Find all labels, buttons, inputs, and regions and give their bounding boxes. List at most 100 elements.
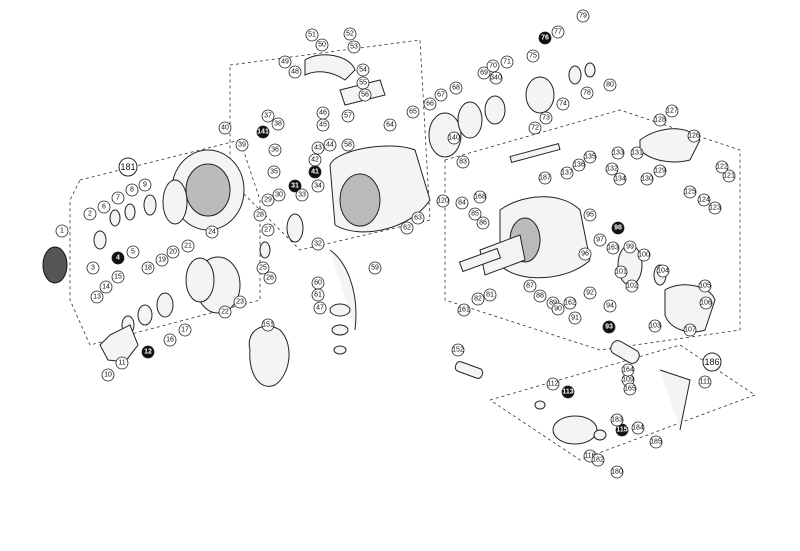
callout-number: 54 [359, 67, 367, 74]
callout-number: 181 [120, 162, 135, 172]
part-callout-162: 162 [563, 296, 577, 310]
callout-number: 103 [649, 323, 661, 330]
part-callout-107: 107 [683, 323, 697, 337]
callout-number: 95 [586, 212, 594, 219]
callout-number: 115 [616, 427, 627, 434]
part-callout-90: 90 [551, 302, 565, 316]
callout-circle [610, 465, 624, 479]
part-callout-73: 73 [539, 111, 553, 125]
part-callout-51: 51 [305, 28, 319, 42]
callout-number: 77 [554, 29, 562, 36]
callout-number: 128 [654, 117, 666, 124]
callout-circle [406, 105, 420, 119]
callout-circle [308, 153, 322, 167]
callout-circle [261, 223, 275, 237]
callout-number: 131 [631, 150, 643, 157]
callout-circle [323, 138, 337, 152]
callout-number: 71 [503, 59, 511, 66]
callout-number: 136 [573, 162, 585, 169]
callout-circle [576, 9, 590, 23]
callout-circle [649, 435, 663, 449]
part-callout-36: 36 [268, 143, 282, 157]
callout-circle [341, 138, 355, 152]
callout-number: 29 [264, 197, 272, 204]
callout-number: 55 [359, 80, 367, 87]
part-callout-12: 12 [141, 345, 155, 359]
callout-circle [115, 356, 129, 370]
callout-number: 28 [256, 212, 264, 219]
part-callout-74: 74 [556, 97, 570, 111]
callout-circle [205, 225, 219, 239]
part-callout-115: 115 [615, 423, 629, 437]
spool-assembly [42, 149, 245, 284]
callout-circle [261, 109, 275, 123]
callout-circle [640, 172, 654, 186]
part-callout-60: 60 [311, 276, 325, 290]
callout-circle [653, 113, 667, 127]
callout-number: 43 [314, 145, 322, 152]
callout-number: 16 [166, 337, 174, 344]
callout-number: 74 [559, 101, 567, 108]
callout-circle [111, 191, 125, 205]
part-callout-65: 65 [406, 105, 420, 119]
part-callout-26: 26 [263, 271, 277, 285]
part-callout-124: 124 [697, 193, 711, 207]
part-callout-23: 23 [233, 295, 247, 309]
part-callout-59: 59 [368, 261, 382, 275]
part-callout-91: 91 [568, 311, 582, 325]
part-callout-48: 48 [288, 65, 302, 79]
callout-number: 97 [596, 237, 604, 244]
part-callout-14: 14 [99, 280, 113, 294]
callout-circle [311, 288, 325, 302]
callout-number: 340 [490, 75, 502, 82]
part-callout-33: 33 [295, 188, 309, 202]
callout-circle [356, 63, 370, 77]
callout-circle [261, 193, 275, 207]
part-callout-63: 63 [411, 211, 425, 225]
callout-number: 22 [221, 309, 229, 316]
callout-number: 13 [93, 294, 101, 301]
part-callout-15: 15 [111, 270, 125, 284]
callout-number: 182 [592, 457, 604, 464]
part-callout-131: 131 [630, 146, 644, 160]
part-callout-58: 58 [341, 138, 355, 152]
callout-number: 85 [471, 211, 479, 218]
part-callout-75: 75 [526, 49, 540, 63]
callout-number: 64 [386, 122, 394, 129]
bail-wire [329, 249, 357, 331]
callout-circle [305, 28, 319, 42]
callout-number: 59 [371, 265, 379, 272]
callout-circle [526, 49, 540, 63]
callout-number: 24 [208, 229, 216, 236]
callout-number: 50 [318, 42, 326, 49]
callout-circle [572, 158, 586, 172]
callout-number: 87 [526, 283, 534, 290]
part-callout-43: 43 [311, 141, 325, 155]
part-callout-50: 50 [315, 38, 329, 52]
callout-number: 36 [271, 147, 279, 154]
part-callout-84: 84 [455, 196, 469, 210]
callout-circle [500, 55, 514, 69]
callout-circle [272, 188, 286, 202]
part-callout-79: 79 [576, 9, 590, 23]
part-callout-70: 70 [486, 59, 500, 73]
callout-circle [702, 352, 722, 372]
part-callout-37: 37 [261, 109, 275, 123]
callout-number: 123 [709, 205, 721, 212]
callout-circle [383, 118, 397, 132]
part-callout-69: 69 [477, 66, 491, 80]
callout-circle [583, 208, 597, 222]
callout-circle [623, 240, 637, 254]
part-callout-113: 113 [561, 385, 575, 399]
part-callout-135: 135 [583, 150, 597, 164]
part-callout-39: 39 [235, 138, 249, 152]
callout-number: 122 [716, 164, 728, 171]
callout-circle [665, 104, 679, 118]
callout-circle [449, 81, 463, 95]
callout-circle [603, 299, 617, 313]
drag-gear [99, 324, 139, 363]
part-callout-38: 38 [271, 117, 285, 131]
part-callout-19: 19 [155, 253, 169, 267]
part-callout-87: 87 [523, 279, 537, 293]
part-callout-125: 125 [683, 185, 697, 199]
